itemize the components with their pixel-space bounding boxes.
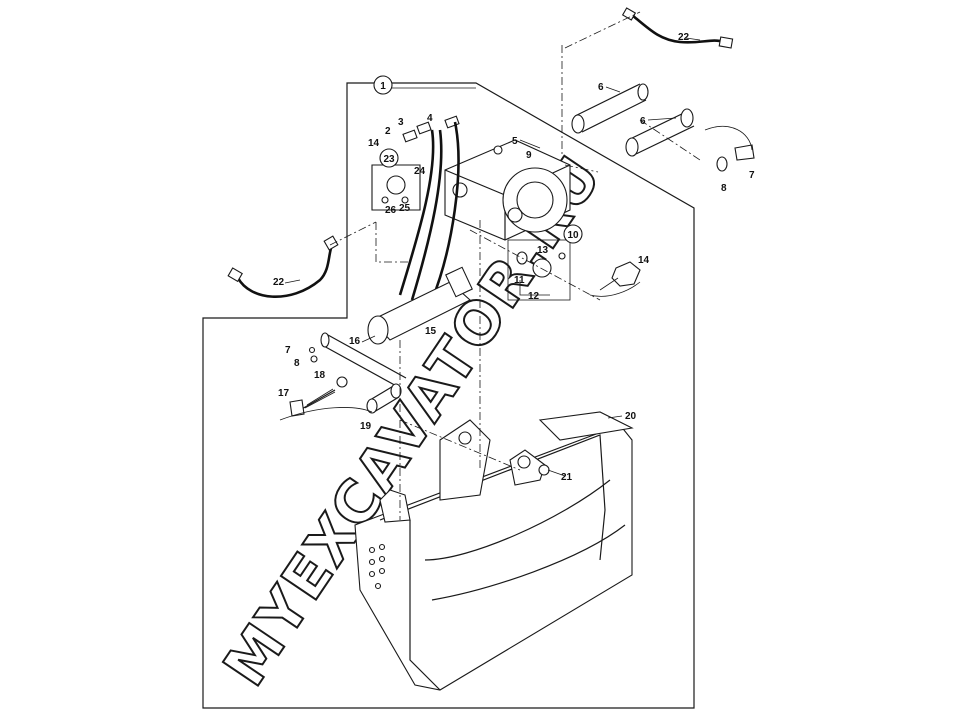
pin-6-upper: [571, 83, 695, 157]
center-hoses: [398, 121, 460, 301]
label-21: 21: [561, 472, 573, 483]
label-26: 26: [385, 205, 397, 216]
label-14b: 14: [638, 255, 650, 266]
label-12: 12: [528, 291, 540, 302]
pin-19: [279, 383, 402, 421]
bolt-7-right: [704, 126, 755, 172]
part-labels: 2 3 4 5 6 6 7 7 8 8 9 11 12 13 14 14 15 …: [273, 32, 755, 483]
label-11: 11: [514, 275, 525, 286]
label-13: 13: [537, 245, 549, 256]
cylinder-16: [367, 266, 473, 345]
hose-22-top: [621, 7, 734, 49]
assembly-frame: [202, 82, 695, 709]
label-5: 5: [512, 136, 518, 147]
coupler-housing: [444, 139, 571, 241]
label-25: 25: [399, 203, 411, 214]
label-22a: 22: [678, 32, 690, 43]
label-9: 9: [526, 150, 532, 161]
label-3: 3: [398, 117, 404, 128]
pin-7-8-left: [308, 332, 407, 389]
group-10-parts: [507, 239, 571, 301]
label-4: 4: [427, 113, 433, 124]
bucket-20: [354, 411, 634, 691]
callout-1: 1: [373, 75, 393, 95]
label-18: 18: [314, 370, 326, 381]
label-7a: 7: [749, 170, 755, 181]
label-6b: 6: [640, 116, 646, 127]
label-15: 15: [425, 326, 437, 337]
label-8b: 8: [294, 358, 300, 369]
fittings-2-3-4: [402, 115, 460, 143]
label-7b: 7: [285, 345, 291, 356]
svg-text:23: 23: [383, 154, 395, 165]
callout-10: 10: [563, 224, 583, 244]
leader-lines: [284, 37, 701, 477]
label-6a: 6: [598, 82, 604, 93]
hose-22-left: [227, 235, 339, 299]
label-14a: 14: [368, 138, 380, 149]
label-24: 24: [414, 166, 426, 177]
label-8a: 8: [721, 183, 727, 194]
svg-text:1: 1: [380, 81, 386, 92]
svg-text:10: 10: [567, 230, 579, 241]
label-22b: 22: [273, 277, 285, 288]
label-19: 19: [360, 421, 372, 432]
label-2: 2: [385, 126, 391, 137]
valve-block-23: [371, 164, 421, 211]
center-lines: [329, 11, 701, 520]
bolt-17: [289, 376, 348, 417]
label-20: 20: [625, 411, 637, 422]
label-16: 16: [349, 336, 361, 347]
bolt-14-right: [589, 261, 641, 297]
callout-23: 23: [379, 148, 399, 168]
label-17: 17: [278, 388, 290, 399]
